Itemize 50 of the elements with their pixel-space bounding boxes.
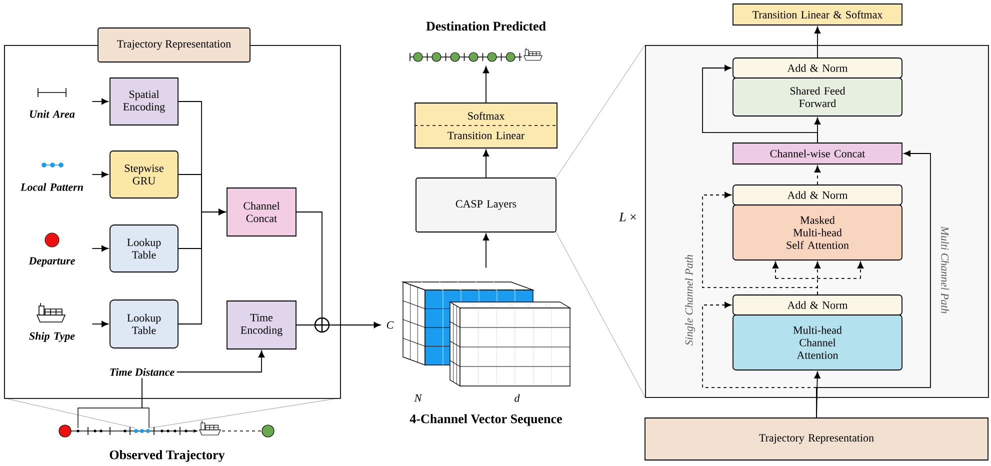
arrow [702,192,818,295]
trajectory-drawing [58,408,274,438]
arrow [814,26,821,58]
trajectory-drawing [410,48,542,62]
connector-line [296,324,315,326]
node-label: Observed Trajectory [110,450,225,462]
process-box: Lookup Table [110,300,178,348]
arrow [329,322,381,328]
axis-label: N [414,394,422,402]
axis-label: C [386,321,394,329]
process-box: Spatial Encoding [110,78,178,126]
layer-box: Softmax Transition Linear [414,102,558,148]
arrow [814,166,821,185]
layer-box: Masked Multi-head Self Attention [732,204,902,260]
arrow [92,171,108,178]
layer-box: Trajectory Representation [644,418,988,460]
layer-box: Channel-wise Concat [732,142,902,164]
process-box: Lookup Table [110,224,178,272]
arrow [92,245,108,252]
arrow [176,350,265,372]
layer-count-label: L × [618,212,636,222]
path-label: Multi Channel Path [941,226,949,314]
path-label: Single Channel Path [685,254,695,346]
input-label: Ship Type [29,332,75,342]
layer-box: Add & Norm [732,58,902,78]
process-box: Time Encoding [226,300,296,350]
layer-box: CASP Layers [416,178,556,232]
input-label: Time Distance [110,368,174,376]
arrow [92,320,108,328]
arrow [178,208,226,324]
arrow [482,234,490,268]
arrow [482,150,490,178]
input-label: Departure [28,257,75,267]
input-label: Unit Area [30,110,75,118]
process-box: Stepwise GRU [110,150,178,198]
sum-symbol [314,317,330,333]
process-box: Channel Concat [226,188,296,236]
layer-box: Add & Norm [732,294,902,316]
connector-line [296,212,322,318]
arrow [702,64,818,143]
layer-box: Add & Norm [732,184,902,206]
input-label: Local Pattern [20,183,83,191]
arrow [92,98,108,105]
axis-label: d [514,394,520,402]
node-label: 4-Channel Vector Sequence [410,414,562,426]
layer-box: Multi-head Channel Attention [732,314,902,370]
layer-box: Shared Feed Forward [732,78,902,116]
layer-box: Transition Linear & Softmax [732,4,902,26]
arrow [482,66,490,103]
node-label: Destination Predicted [426,21,546,31]
